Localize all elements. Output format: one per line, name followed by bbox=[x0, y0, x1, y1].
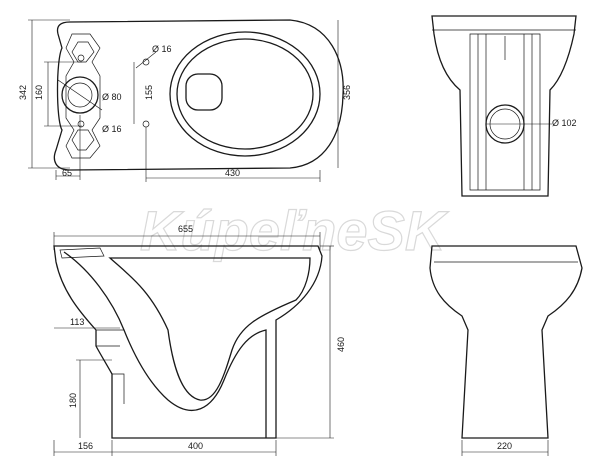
bolt-hole-top bbox=[142, 58, 150, 66]
tank-mount-plate bbox=[65, 33, 101, 159]
dim-label-655: 655 bbox=[178, 224, 193, 234]
back-rib-left bbox=[477, 34, 487, 190]
dim-label-160: 160 bbox=[34, 85, 44, 100]
outlet-diameter-line bbox=[57, 79, 103, 111]
side-view: 655 460 113 180 156 400 bbox=[53, 224, 346, 456]
mount-plate-inner bbox=[71, 41, 95, 151]
front-view-outline bbox=[429, 245, 583, 439]
back-inner-outline bbox=[469, 33, 541, 191]
bowl-rim bbox=[169, 31, 321, 157]
side-view-trap bbox=[63, 251, 267, 438]
side-view-outlet-pipe bbox=[96, 329, 125, 404]
dim-label-156: 156 bbox=[78, 441, 93, 451]
dim-label-430: 430 bbox=[225, 168, 240, 178]
side-view-bowl bbox=[108, 257, 311, 401]
dim-label-180: 180 bbox=[68, 393, 78, 408]
dim-label-bolt-bottom: Ø 16 bbox=[102, 124, 122, 134]
back-view-outline bbox=[431, 15, 577, 197]
dim-label-65: 65 bbox=[62, 168, 72, 178]
outlet-circle bbox=[61, 76, 99, 114]
dim-label-155: 155 bbox=[144, 85, 154, 100]
dim-label-outlet: Ø 80 bbox=[102, 92, 122, 102]
back-view: Ø 102 bbox=[431, 15, 577, 197]
top-view: 342 160 Ø 16 Ø 80 Ø 16 155 356 65 430 bbox=[18, 19, 352, 182]
bolt-hole-leader bbox=[135, 51, 157, 69]
watermark: KúpeľneSK bbox=[140, 199, 449, 262]
mount-hole-top bbox=[77, 54, 85, 62]
dim-label-460: 460 bbox=[336, 337, 346, 352]
bowl-inner-rim bbox=[176, 38, 314, 150]
dim-label-bolt-top: Ø 16 bbox=[152, 44, 172, 54]
mount-hole-bottom bbox=[77, 120, 85, 128]
dim-label-113: 113 bbox=[70, 317, 84, 327]
side-view-outline bbox=[53, 245, 323, 439]
outlet-inner-circle bbox=[67, 82, 93, 108]
dim-label-342: 342 bbox=[18, 85, 28, 100]
dim-label-220: 220 bbox=[497, 441, 512, 451]
side-view-rim bbox=[59, 247, 105, 259]
dim-label-356: 356 bbox=[342, 85, 352, 100]
back-rib-right bbox=[523, 34, 533, 190]
bolt-hole-bottom bbox=[142, 120, 150, 128]
bowl-drain bbox=[185, 73, 223, 111]
dim-label-102: Ø 102 bbox=[552, 118, 577, 128]
front-view: 220 bbox=[429, 245, 583, 456]
dim-label-400: 400 bbox=[188, 441, 203, 451]
